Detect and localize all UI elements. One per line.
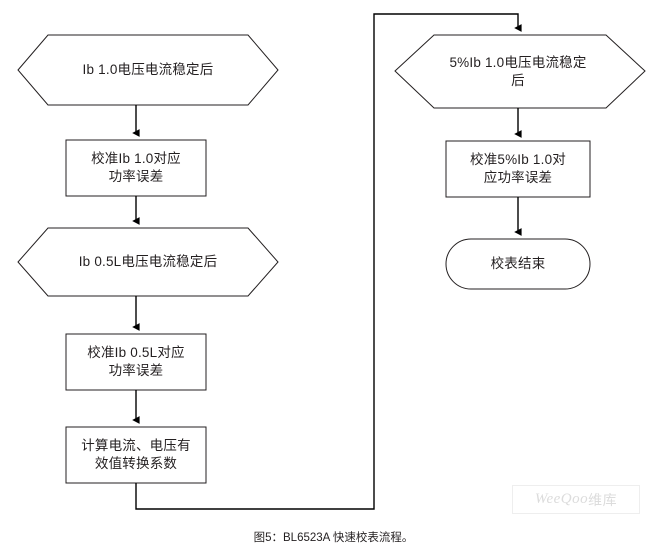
node-process-calc-coeff <box>65 426 207 484</box>
connector-n5-n6 <box>135 13 522 510</box>
watermark-latin: WeeQoo <box>534 491 589 507</box>
node-process-calib-5pct <box>445 140 591 198</box>
figure-caption: 图5：BL6523A 快速校表流程。 <box>253 532 414 544</box>
node-hexagon-5pct-ib10 <box>394 34 646 109</box>
watermark-chinese: 维库 <box>588 491 618 508</box>
node-terminator-end <box>445 238 591 290</box>
node-hexagon-ib10 <box>17 34 279 106</box>
node-hexagon-ib05l <box>17 227 279 297</box>
node-process-calib-ib05l <box>65 333 207 391</box>
node-process-calib-ib10 <box>65 139 207 197</box>
